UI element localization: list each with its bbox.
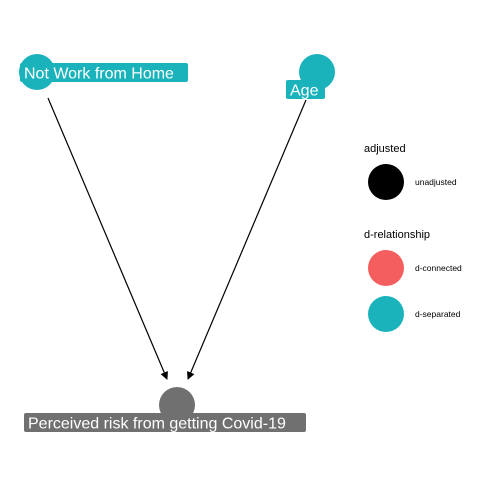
- legend-d-separated-swatch: [368, 296, 404, 332]
- node-label-bg-risk: [24, 413, 306, 432]
- edge-wfh-to-risk: [47, 97, 168, 380]
- legend-adjusted-title: adjusted: [364, 143, 406, 155]
- legend-d-separated-label: d-separated: [415, 309, 461, 319]
- legend-d-relationship: d-relationship d-connected d-separated: [364, 229, 462, 332]
- legend-d-connected-label: d-connected: [415, 263, 462, 273]
- edge-age-to-risk: [187, 99, 307, 380]
- legend-adjusted: adjusted unadjusted: [364, 143, 457, 200]
- node-label-bg-age: [286, 80, 325, 99]
- node-label-age: Age: [290, 83, 319, 100]
- legend-d-relationship-title: d-relationship: [364, 229, 430, 241]
- node-perceived-risk: Perceived risk from getting Covid-19: [24, 387, 306, 433]
- node-label-bg-wfh: [20, 63, 188, 82]
- node-not-work-from-home: Not Work from Home: [19, 54, 188, 90]
- node-label-risk: Perceived risk from getting Covid-19: [28, 416, 286, 433]
- legend-unadjusted-label: unadjusted: [415, 177, 457, 187]
- legend-unadjusted-swatch: [368, 164, 404, 200]
- node-age: Age: [286, 54, 335, 100]
- legend-d-connected-swatch: [368, 250, 404, 286]
- node-label-wfh: Not Work from Home: [24, 66, 174, 83]
